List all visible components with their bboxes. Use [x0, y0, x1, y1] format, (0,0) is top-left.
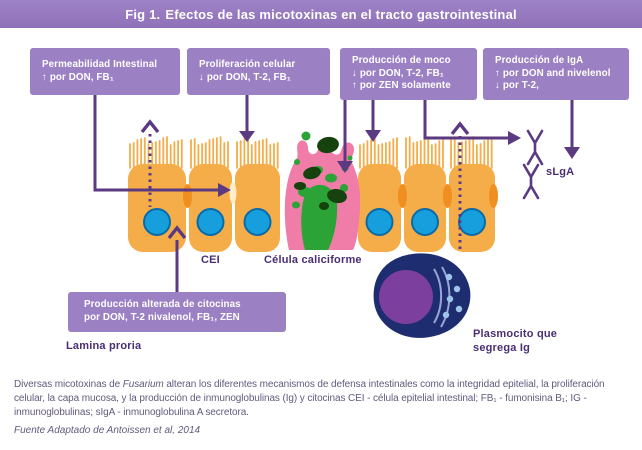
label-cei: CEI	[201, 254, 220, 266]
callout-line: Producción de IgA	[495, 54, 584, 66]
epithelium-illustration	[128, 136, 498, 252]
callout-cytokines: Producción alterada de citocinas por DON…	[68, 292, 286, 332]
caption-fusarium-italic: Fusarium	[122, 379, 164, 390]
arrow-proliferation-down	[239, 95, 255, 142]
arrow-siga-elbow-right	[423, 100, 521, 145]
arrows	[93, 95, 580, 292]
figure-number: Fig 1.	[125, 6, 161, 22]
antibody-icon	[522, 129, 544, 200]
callout-line: ↑ por DON, FB₁	[42, 71, 114, 83]
page-title: Efectos de las micotoxinas en el tracto …	[165, 6, 517, 22]
arrow-permeability	[93, 95, 231, 197]
label-plasma-cell-line2: segrega Ig	[473, 342, 531, 354]
callout-iga: Producción de IgA ↑ por DON and niveleno…	[483, 48, 629, 100]
callout-proliferation: Proliferación celular ↓ por DON, T-2, FB…	[187, 48, 330, 95]
arrow-cytokines-up	[167, 225, 187, 292]
label-lamina-propria: Lamina proria	[66, 340, 142, 352]
figure-caption: Diversas micotoxinas de Fusarium alteran…	[14, 378, 634, 421]
callout-line: ↓ por T-2,	[495, 80, 539, 92]
arrow-permeability-dotted-up	[140, 119, 160, 207]
caption-text: Diversas micotoxinas de	[14, 379, 123, 390]
callout-mucus: Producción de moco ↓ por DON, T-2, FB₁ ↑…	[340, 48, 477, 100]
callout-line: Proliferación celular	[199, 58, 296, 70]
callout-line: ↑ por ZEN solamente	[352, 80, 451, 92]
callout-line: ↓ por DON, T-2, FB₁	[199, 71, 291, 83]
arrow-iga-down	[564, 100, 580, 159]
label-goblet-cell: Célula caliciforme	[264, 254, 362, 266]
arrow-mucus-down-short	[365, 100, 381, 142]
callout-line: por DON, T-2 nivalenol, FB₁, ZEN	[84, 312, 240, 323]
label-plasma-cell: Plasmocito que	[473, 328, 558, 340]
callout-line: Producción de moco	[352, 54, 451, 66]
cell-nuclei	[143, 208, 486, 236]
callout-line: Producción alterada de citocinas	[84, 299, 241, 311]
caption-text: alteran los diferentes mecanismos de def…	[14, 379, 605, 419]
callout-line: Permeabilidad Intestinal	[42, 58, 158, 70]
figure-title-bar: Fig 1. Efectos de las micotoxinas en el …	[0, 0, 642, 28]
goblet-cell-illustration	[284, 131, 361, 250]
callout-permeability: Permeabilidad Intestinal ↑ por DON, FB₁	[30, 48, 180, 95]
callout-line: ↑ por DON and nivelenol	[495, 67, 611, 79]
arrow-mucus-down-long	[337, 100, 353, 173]
figure-source: Fuente Adaptado de Antoissen et al, 2014	[14, 425, 201, 436]
plasma-cell-illustration	[373, 253, 471, 338]
callout-line: ↓ por DON, T-2, FB₁	[352, 67, 444, 79]
arrow-iga-transcytosis-dotted-up	[450, 121, 470, 252]
label-siga: sLgA	[546, 166, 575, 178]
